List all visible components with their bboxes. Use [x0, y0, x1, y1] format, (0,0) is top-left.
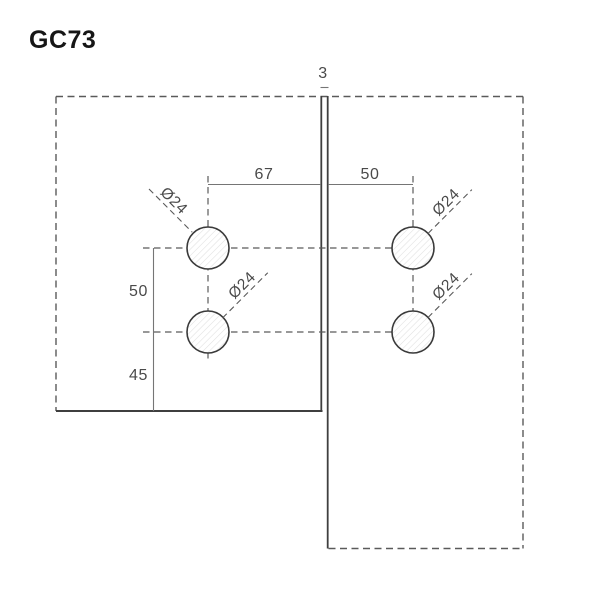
hole-top-right	[391, 226, 435, 270]
span-right-dimension-label: 50	[361, 166, 380, 183]
hole-bottom-right	[391, 310, 435, 354]
hole-diameter-label: Ø24	[429, 269, 463, 303]
hole-circle	[391, 226, 435, 270]
leader-line	[222, 272, 269, 319]
leader-line	[427, 273, 473, 318]
hole-diameter-label: Ø24	[225, 268, 259, 302]
hole-annotation-top-left: Ø24	[148, 184, 193, 233]
span-left-dimension-label: 67	[255, 166, 274, 183]
hole-annotation-top-right: Ø24	[427, 185, 473, 234]
leader-line	[148, 188, 193, 233]
hole-diameter-label: Ø24	[429, 185, 463, 219]
hole-annotation-bottom-left: Ø24	[222, 268, 269, 319]
drawing-title: GC73	[29, 26, 96, 54]
hole-top-left	[186, 226, 230, 270]
hole-annotation-bottom-right: Ø24	[427, 269, 473, 318]
leader-line	[427, 189, 473, 234]
hole-diameter-label: Ø24	[157, 184, 191, 218]
vertical-lower-dimension-label: 45	[129, 367, 148, 384]
vertical-upper-dimension-label: 50	[129, 283, 148, 300]
hole-circle	[391, 310, 435, 354]
gap-dimension-label: 3	[318, 65, 328, 82]
hole-circle	[186, 310, 230, 354]
hole-bottom-left	[186, 310, 230, 354]
hole-circle	[186, 226, 230, 270]
